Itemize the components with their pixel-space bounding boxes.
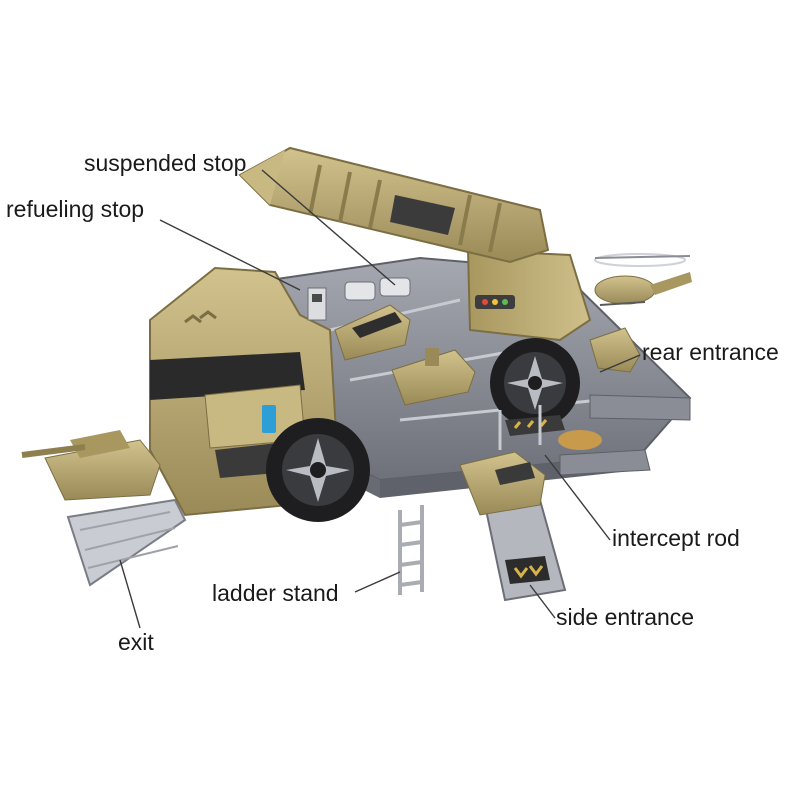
leader-ladder-stand xyxy=(354,571,401,593)
leader-refueling-stop xyxy=(159,219,301,291)
suspended-stop xyxy=(344,277,411,301)
helipad-marker xyxy=(558,430,602,450)
side-entrance-ramp xyxy=(483,498,567,602)
label-exit: exit xyxy=(118,629,154,655)
leader-exit xyxy=(119,559,141,629)
helicopter xyxy=(594,253,692,306)
leader-side-entrance xyxy=(529,584,556,619)
ladder-stand xyxy=(398,505,424,595)
leader-rear-entrance xyxy=(599,354,641,373)
leader-lines xyxy=(119,169,641,629)
exit-ramp xyxy=(66,498,187,587)
label-intercept-rod: intercept rod xyxy=(612,525,740,551)
van xyxy=(334,304,411,361)
missile-launcher xyxy=(466,248,592,342)
intercept-rod xyxy=(498,405,565,450)
armored-vehicle xyxy=(391,348,476,406)
label-suspended-stop: suspended stop xyxy=(84,150,247,176)
label-refueling-stop: refueling stop xyxy=(6,196,145,222)
leader-suspended-stop xyxy=(261,169,396,286)
wheel-front xyxy=(266,418,370,522)
label-side-entrance: side entrance xyxy=(556,604,695,630)
label-rear-entrance: rear entrance xyxy=(642,339,779,365)
jeep xyxy=(459,451,546,516)
label-ladder-stand: ladder stand xyxy=(212,580,339,606)
leader-intercept-rod xyxy=(544,454,611,541)
refueling-station xyxy=(307,287,327,321)
wheel-rear xyxy=(490,338,580,428)
guard-rails xyxy=(559,394,691,476)
missile xyxy=(238,146,550,264)
tank xyxy=(21,430,161,501)
lightning-decal xyxy=(262,405,276,433)
